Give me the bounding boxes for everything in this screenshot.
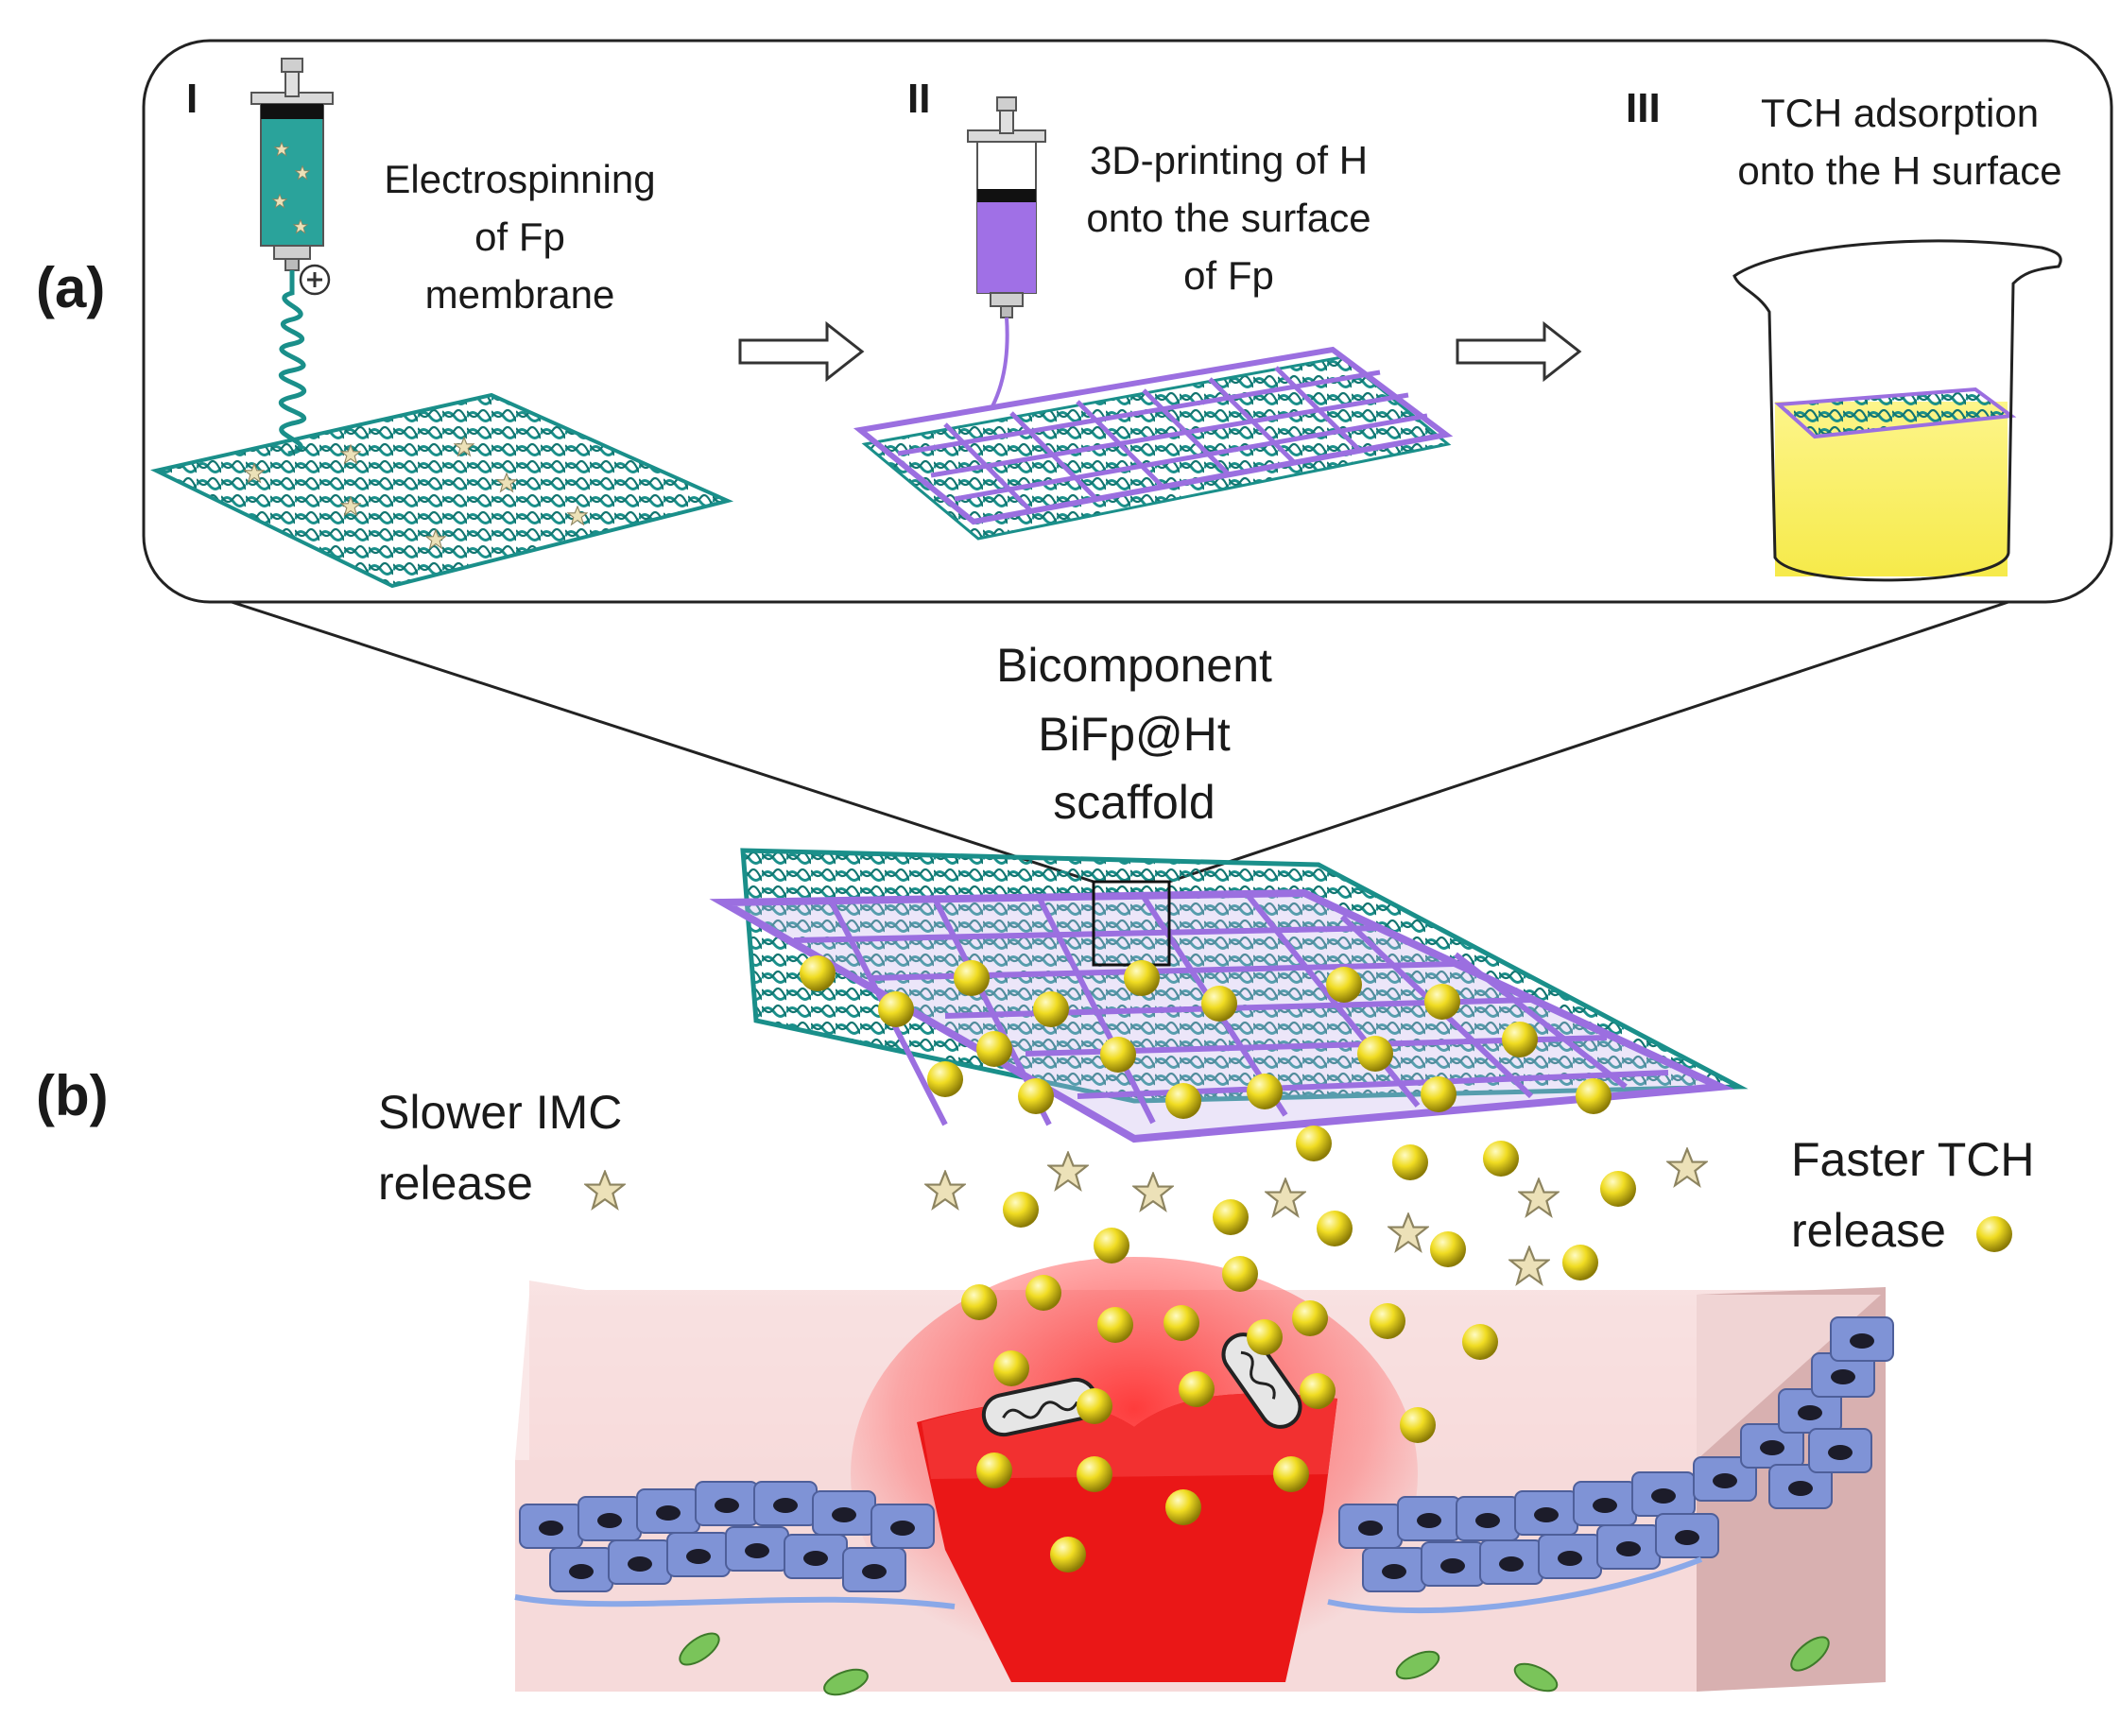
- step-3-text: TCH adsorption onto the H surface: [1737, 91, 2062, 193]
- tch-sphere: [1600, 1171, 1636, 1207]
- tch-sphere: [1300, 1373, 1336, 1409]
- zoom-line-left: [231, 600, 1094, 884]
- step-2-text: 3D-printing of H onto the surface of Fp: [1086, 138, 1371, 298]
- tch-sphere: [1400, 1407, 1436, 1443]
- tch-sphere: [1502, 1022, 1538, 1057]
- tch-release-label: Faster TCH release: [1791, 1133, 2035, 1257]
- tch-spheres: [800, 955, 1636, 1573]
- tch-sphere: [1247, 1074, 1283, 1109]
- tch-sphere: [961, 1284, 997, 1320]
- tch-sphere: [1201, 986, 1237, 1022]
- step-1-text: Electrospinning of Fp membrane: [384, 157, 656, 317]
- arrow-right-icon: [738, 320, 865, 383]
- tch-sphere: [1165, 1489, 1201, 1525]
- tch-sphere: [878, 991, 914, 1027]
- imc-star: [1387, 1212, 1429, 1252]
- imc-release-label: Slower IMC release: [378, 1086, 623, 1210]
- electrospun-jet: [278, 270, 307, 456]
- panel-b-label: (b): [36, 1064, 109, 1127]
- tch-sphere: [1077, 1456, 1112, 1492]
- fp-membrane: [150, 392, 734, 589]
- syringe-icon: [967, 96, 1046, 318]
- tch-sphere: [1292, 1300, 1328, 1336]
- cell-layer-right: [1327, 1316, 1894, 1614]
- tch-sphere: [1576, 1078, 1612, 1114]
- scaffold-label: Bicomponent BiFp@Ht scaffold: [996, 639, 1272, 829]
- sphere-icon: [1976, 1216, 2012, 1252]
- tch-sphere: [1424, 984, 1460, 1020]
- tch-sphere: [1100, 1037, 1136, 1073]
- tch-sphere: [1018, 1078, 1054, 1114]
- imc-star: [1265, 1177, 1306, 1217]
- tch-sphere: [1326, 967, 1362, 1003]
- beaker-icon: [1732, 239, 2062, 582]
- tch-sphere: [1050, 1537, 1086, 1573]
- positive-electrode-icon: [299, 264, 331, 296]
- imc-star: [924, 1170, 966, 1210]
- tch-sphere: [1179, 1371, 1215, 1407]
- tch-sphere: [954, 960, 990, 996]
- tch-sphere: [1247, 1319, 1283, 1355]
- tch-sphere: [1370, 1303, 1405, 1339]
- tch-sphere: [1026, 1275, 1061, 1311]
- syringe-icon: [250, 58, 334, 271]
- wound: [851, 1257, 1418, 1692]
- tch-sphere: [1094, 1228, 1129, 1263]
- tch-sphere: [1421, 1076, 1456, 1112]
- step-numeral-2: II: [907, 76, 931, 122]
- tch-sphere: [976, 1031, 1012, 1067]
- tch-sphere: [1562, 1245, 1598, 1281]
- tch-sphere: [993, 1350, 1029, 1386]
- tch-sphere: [1213, 1199, 1249, 1235]
- imc-star: [1518, 1177, 1560, 1217]
- tch-sphere: [1483, 1141, 1519, 1177]
- imc-star: [1508, 1246, 1550, 1285]
- tch-sphere: [976, 1452, 1012, 1488]
- printing-filament: [991, 317, 1009, 407]
- imc-star: [1132, 1172, 1174, 1212]
- cell-layer-left: [514, 1481, 956, 1609]
- tch-sphere: [1003, 1192, 1039, 1228]
- tch-sphere: [1124, 960, 1160, 996]
- tch-sphere: [1357, 1036, 1393, 1072]
- tch-sphere: [1033, 991, 1069, 1027]
- zoom-line-right: [1168, 600, 2009, 884]
- tch-sphere: [1462, 1324, 1498, 1360]
- printed-hydrogel-grid: [853, 346, 1454, 541]
- fibroblast-cells: [679, 1632, 1830, 1696]
- tch-sphere: [1163, 1305, 1199, 1341]
- tch-sphere: [1077, 1388, 1112, 1424]
- tch-sphere: [1430, 1231, 1466, 1267]
- tch-sphere: [1097, 1307, 1133, 1343]
- tch-sphere: [800, 955, 836, 991]
- step-numeral-3: III: [1626, 85, 1661, 131]
- tch-sphere: [1165, 1083, 1201, 1119]
- arrow-right-icon: [1456, 320, 1582, 383]
- bacteria-icon: [1221, 1332, 1302, 1429]
- imc-star: [1666, 1147, 1708, 1187]
- step-numeral-1: I: [186, 76, 198, 122]
- tch-sphere: [927, 1061, 963, 1097]
- tch-sphere: [1392, 1144, 1428, 1180]
- panel-a-label: (a): [36, 256, 106, 319]
- tch-sphere: [1296, 1126, 1332, 1161]
- imc-star: [1047, 1151, 1089, 1191]
- tch-sphere: [1222, 1256, 1258, 1292]
- tch-sphere: [1273, 1456, 1309, 1492]
- tch-sphere: [1317, 1211, 1353, 1246]
